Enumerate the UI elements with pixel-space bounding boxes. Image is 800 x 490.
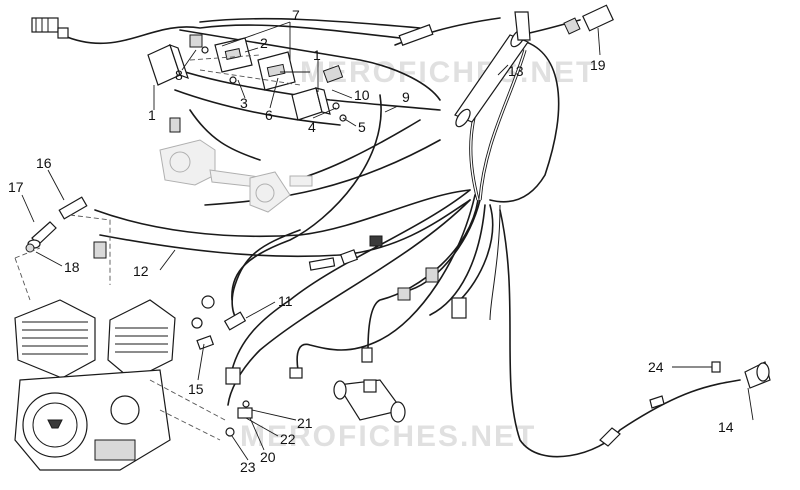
callout-24: 24 [648, 359, 664, 375]
callout-9: 9 [402, 89, 410, 105]
spark-plug-caps [191, 295, 247, 350]
fuse-connector [398, 4, 614, 46]
top-left-connector [31, 17, 69, 39]
callout-11: 11 [278, 293, 293, 309]
callout-22: 22 [280, 431, 296, 447]
main-harness [61, 17, 741, 458]
side-stand-switch [599, 361, 771, 447]
throttle-body [159, 117, 313, 213]
leader-lines [21, 21, 754, 461]
callout-23: 23 [240, 459, 256, 475]
callout-7: 7 [292, 7, 300, 23]
harness-sleeve [454, 11, 531, 128]
engine-block [14, 214, 226, 471]
callout-numbers: 1 1 2 3 4 5 6 7 8 9 10 11 12 13 14 15 16… [8, 7, 734, 475]
callout-5: 5 [358, 119, 366, 135]
callout-19: 19 [590, 57, 606, 73]
callout-6: 6 [265, 107, 273, 123]
watermark-top: MEROFICHES.NET [300, 56, 596, 89]
callout-13: 13 [508, 63, 524, 79]
speed-sensor [225, 367, 253, 437]
callout-2: 2 [260, 35, 268, 51]
lambda-sensor [25, 196, 107, 259]
watermark-bottom: MEROFICHES.NET [240, 420, 536, 453]
callout-4: 4 [308, 119, 316, 135]
callout-10: 10 [354, 87, 370, 103]
callout-18: 18 [64, 259, 80, 275]
callout-3: 3 [240, 95, 248, 111]
ignition-coil [333, 379, 406, 423]
callout-16: 16 [36, 155, 52, 171]
callout-8: 8 [175, 67, 183, 83]
relay-left [147, 34, 203, 86]
callout-1-right: 1 [313, 47, 321, 63]
relay-bracket-plates [189, 37, 347, 122]
callout-15: 15 [188, 381, 204, 397]
callout-20: 20 [260, 449, 276, 465]
callout-21: 21 [297, 415, 313, 431]
callout-1-left: 1 [148, 107, 156, 123]
callout-12: 12 [133, 263, 149, 279]
harness-connectors [289, 235, 467, 379]
relay-right [291, 64, 344, 121]
callout-14: 14 [718, 419, 734, 435]
callout-17: 17 [8, 179, 24, 195]
